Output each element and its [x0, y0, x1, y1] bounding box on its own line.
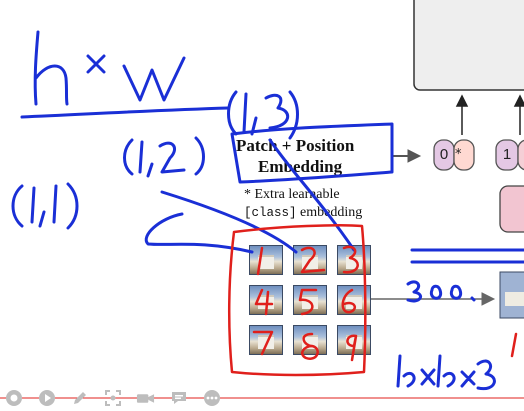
ink-underline	[20, 106, 230, 119]
ink-double-line	[410, 248, 524, 264]
ink-red-mark-right	[510, 332, 518, 358]
ink-red-num-2	[300, 246, 326, 274]
ink-coord-1-2	[123, 136, 205, 178]
class-token-star: *	[455, 147, 462, 162]
ink-red-num-9	[346, 334, 358, 362]
record-icon[interactable]	[4, 389, 23, 408]
ink-red-num-3	[342, 245, 359, 274]
position-label-1: 1	[502, 146, 512, 163]
pen-icon[interactable]	[70, 389, 89, 408]
more-icon[interactable]	[202, 389, 221, 408]
flattened-patch-image	[499, 271, 524, 319]
encoder-input-arrows	[455, 94, 524, 135]
ink-red-num-5	[298, 288, 318, 316]
ink-three-oo	[406, 280, 476, 303]
embedding-arrow	[392, 149, 422, 163]
ink-embedding-box	[230, 122, 394, 184]
ink-times	[86, 54, 106, 74]
class-embedding-token	[453, 139, 475, 171]
annotation-toolbar	[0, 387, 274, 409]
ink-red-num-6	[341, 288, 357, 314]
embedding-title-line1: Patch + Position	[236, 136, 355, 155]
ink-dims	[396, 354, 496, 391]
class-token-group	[433, 139, 524, 171]
comment-icon[interactable]	[169, 389, 188, 408]
transformer-encoder-box	[413, 0, 524, 91]
ink-red-num-7	[252, 330, 274, 356]
ink-w	[122, 56, 186, 102]
ink-red-num-1	[256, 246, 264, 276]
ink-red-frame	[227, 224, 367, 377]
patch-token-1	[517, 139, 524, 171]
class-embedding-note-rest: embedding	[296, 205, 363, 220]
class-token-code: [class]	[244, 206, 297, 220]
image-patch-1	[249, 245, 283, 275]
screenshot-icon[interactable]	[103, 389, 122, 408]
ink-h	[33, 30, 69, 106]
ink-pointer-1-3	[268, 138, 356, 252]
ink-red-num-4	[254, 288, 274, 316]
position-label-0: 0	[439, 146, 449, 163]
linear-projection-box	[499, 185, 524, 233]
ink-red-num-8	[301, 332, 319, 360]
class-embedding-note-line2: [class] embedding	[244, 205, 362, 221]
ink-coord-1-3	[227, 90, 299, 140]
camera-icon[interactable]	[136, 389, 155, 408]
embedding-title-line2: Embedding	[258, 157, 343, 176]
ink-pointer-1-1	[144, 212, 254, 254]
ink-pointer-1-2	[160, 190, 298, 254]
ink-coord-1-1	[11, 182, 79, 230]
play-icon[interactable]	[37, 389, 56, 408]
